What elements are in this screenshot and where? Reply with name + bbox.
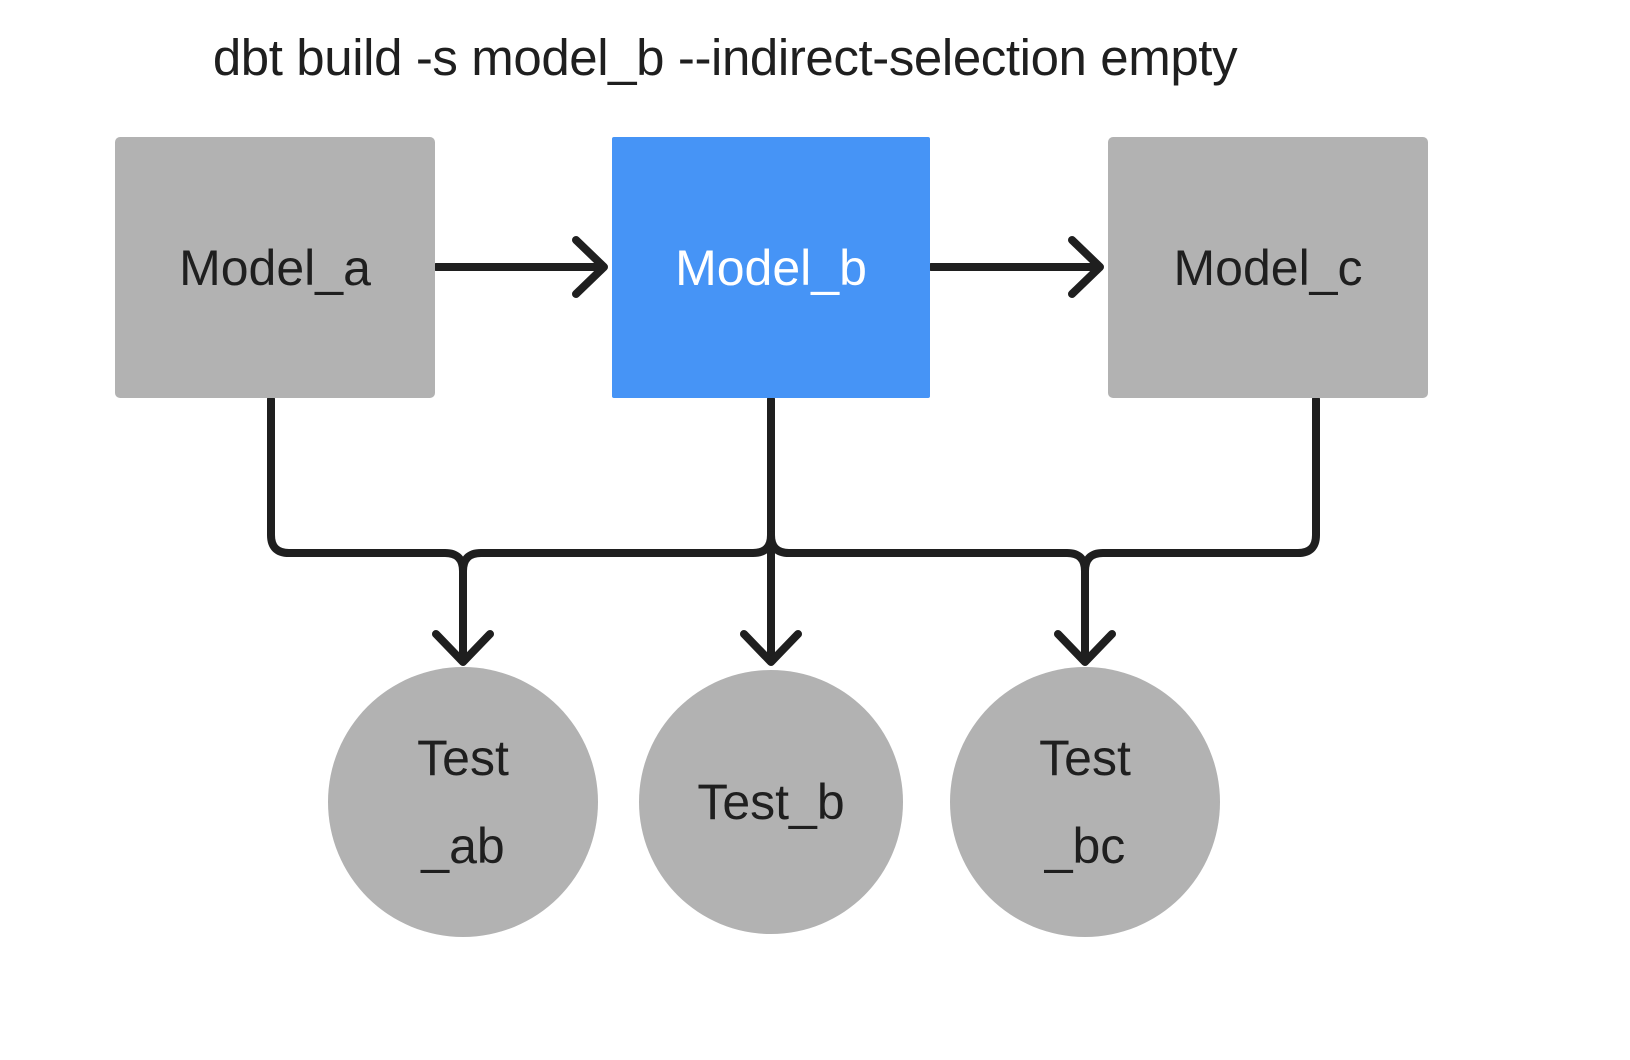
node-model-c[interactable]: Model_c [1108, 137, 1428, 398]
node-test-bc-label-line1: Test [1039, 730, 1131, 786]
edge-model-b-to-model-c [927, 236, 1104, 298]
node-test-bc[interactable]: Test _bc [950, 667, 1220, 937]
node-test-b-label: Test_b [697, 774, 845, 830]
node-model-c-label: Model_c [1173, 239, 1363, 296]
edge-model-b-to-test-ab [459, 531, 775, 575]
node-test-b[interactable]: Test_b [639, 670, 903, 934]
edge-model-b-to-test-bc [767, 531, 1089, 575]
node-test-bc-label-line2: _bc [1044, 818, 1126, 874]
arrowhead-test-bc [1054, 567, 1116, 666]
edge-model-c-to-test-bc [1081, 395, 1320, 575]
node-test-ab[interactable]: Test _ab [328, 667, 598, 937]
node-model-b[interactable]: Model_b [612, 137, 930, 398]
node-model-b-label: Model_b [675, 239, 867, 296]
node-model-a[interactable]: Model_a [115, 137, 435, 398]
node-test-ab-label-line1: Test [417, 730, 509, 786]
edge-model-b-to-test-b [740, 395, 802, 666]
node-test-ab-label-line2: _ab [421, 818, 505, 874]
node-model-a-label: Model_a [179, 239, 371, 296]
edge-model-a-to-test-ab [267, 395, 467, 575]
edge-model-a-to-model-b [432, 236, 608, 298]
diagram-title: dbt build -s model_b --indirect-selectio… [212, 29, 1238, 86]
arrowhead-test-ab [432, 567, 494, 666]
